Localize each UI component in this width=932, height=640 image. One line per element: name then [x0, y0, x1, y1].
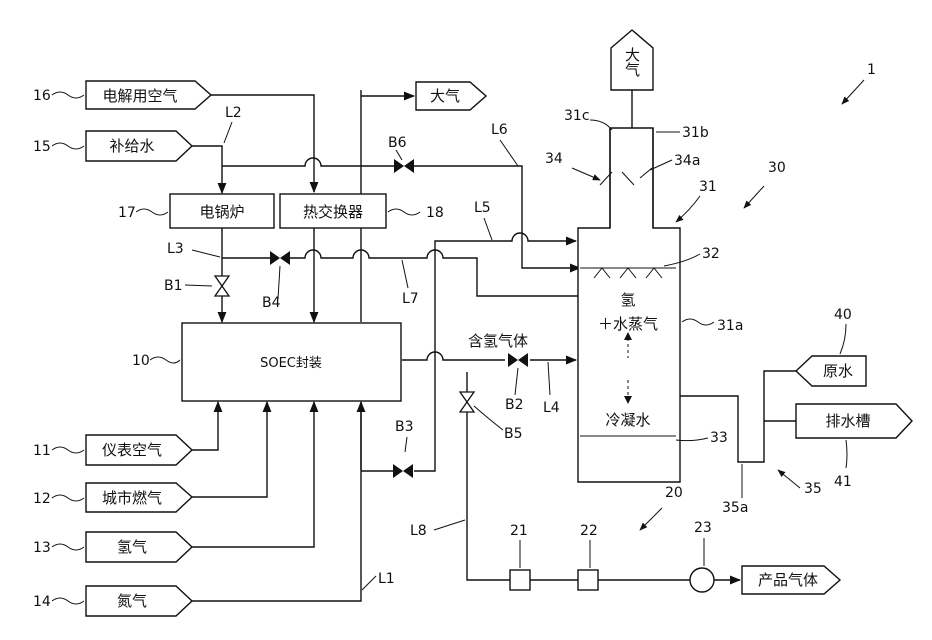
svg-text:35: 35 [804, 481, 822, 497]
svg-text:SOEC封装: SOEC封装 [260, 356, 322, 371]
svg-text:L5: L5 [474, 200, 491, 216]
soec-package: SOEC封装 [182, 323, 401, 401]
electric-boiler: 电锅炉 [170, 194, 274, 228]
b6-leader [396, 150, 402, 160]
svg-text:原水: 原水 [823, 362, 853, 380]
svg-text:电锅炉: 电锅炉 [199, 203, 244, 221]
svg-text:产品气体: 产品气体 [758, 571, 818, 589]
drain-refs: 35a 35 [722, 464, 822, 516]
svg-text:L3: L3 [167, 241, 184, 257]
svg-text:含氢气体: 含氢气体 [468, 332, 528, 350]
heat-exchanger: 热交换器 [280, 194, 386, 228]
svg-text:大气: 大气 [623, 47, 641, 77]
svg-text:22: 22 [580, 523, 598, 539]
svg-text:23: 23 [694, 520, 712, 536]
input-makeup-water: 补给水 [86, 131, 192, 161]
valve-b6: B6 [388, 135, 414, 173]
valve-b4: B4 [262, 251, 290, 311]
svg-text:补给水: 补给水 [109, 137, 154, 155]
separator-vessel: 氢 ＋水蒸气 冷凝水 [578, 128, 680, 482]
ref-10: 10 [132, 353, 150, 369]
svg-text:L1: L1 [378, 571, 395, 587]
svg-text:电解用空气: 电解用空气 [102, 87, 177, 105]
svg-text:31: 31 [699, 179, 717, 195]
b2-leader [515, 368, 518, 395]
svg-text:排水槽: 排水槽 [825, 412, 870, 430]
valve-b1: B1 [164, 276, 229, 296]
svg-text:34a: 34a [674, 153, 700, 169]
svg-text:35a: 35a [722, 500, 748, 516]
svg-text:31a: 31a [717, 318, 743, 334]
svg-text:氮气: 氮气 [117, 592, 147, 610]
svg-text:20: 20 [665, 485, 683, 501]
ref-18: 18 [426, 205, 444, 221]
b1-leader [185, 285, 212, 286]
svg-text:31b: 31b [682, 125, 709, 141]
svg-text:41: 41 [834, 474, 852, 490]
output-atmosphere-top: 大气 [611, 30, 653, 90]
svg-text:L4: L4 [543, 400, 560, 416]
product-section: 产品气体 21 22 23 20 [510, 485, 840, 594]
input-instrument-air: 仪表空气 [86, 435, 192, 465]
input-nitrogen: 氮气 [86, 586, 192, 616]
svg-text:B2: B2 [505, 397, 524, 413]
svg-text:B1: B1 [164, 278, 183, 294]
input-hydrogen: 氢气 [86, 532, 192, 562]
b3-leader [405, 437, 407, 452]
svg-text:L8: L8 [410, 523, 427, 539]
svg-text:＋水蒸气: ＋水蒸气 [598, 315, 658, 333]
svg-text:冷凝水: 冷凝水 [605, 411, 650, 429]
svg-text:大气: 大气 [430, 87, 460, 105]
svg-text:城市燃气: 城市燃气 [102, 489, 162, 507]
svg-text:B6: B6 [388, 135, 407, 151]
figure-ref: 1 [842, 62, 876, 104]
svg-text:34: 34 [545, 151, 563, 167]
input-raw-water: 原水 40 [796, 307, 866, 386]
ref-13: 13 [33, 540, 51, 556]
valve-b3: B3 [393, 419, 414, 478]
svg-text:氢气: 氢气 [117, 538, 147, 556]
svg-text:L7: L7 [402, 291, 419, 307]
svg-text:30: 30 [768, 160, 786, 176]
svg-text:B3: B3 [395, 419, 414, 435]
output-drain-tank: 排水槽 41 [796, 404, 912, 490]
ref-14: 14 [33, 594, 51, 610]
output-atmosphere-mid: 大气 [416, 82, 486, 110]
svg-text:21: 21 [510, 523, 528, 539]
ref-15: 15 [33, 139, 51, 155]
svg-text:L2: L2 [225, 105, 242, 121]
input-city-gas: 城市燃气 [86, 483, 192, 512]
svg-text:33: 33 [710, 430, 728, 446]
svg-text:B5: B5 [504, 426, 523, 442]
ref-16: 16 [33, 88, 51, 104]
svg-text:仪表空气: 仪表空气 [102, 441, 162, 459]
svg-text:1: 1 [867, 62, 876, 78]
input-electrolysis-air: 电解用空气 [86, 81, 211, 109]
ref-11: 11 [33, 443, 51, 459]
svg-text:31c: 31c [564, 108, 590, 124]
svg-text:40: 40 [834, 307, 852, 323]
svg-text:氢: 氢 [620, 291, 635, 309]
ref-17: 17 [118, 205, 136, 221]
svg-text:32: 32 [702, 246, 720, 262]
svg-text:L6: L6 [491, 122, 508, 138]
svg-text:热交换器: 热交换器 [303, 203, 363, 221]
ref-12: 12 [33, 491, 51, 507]
